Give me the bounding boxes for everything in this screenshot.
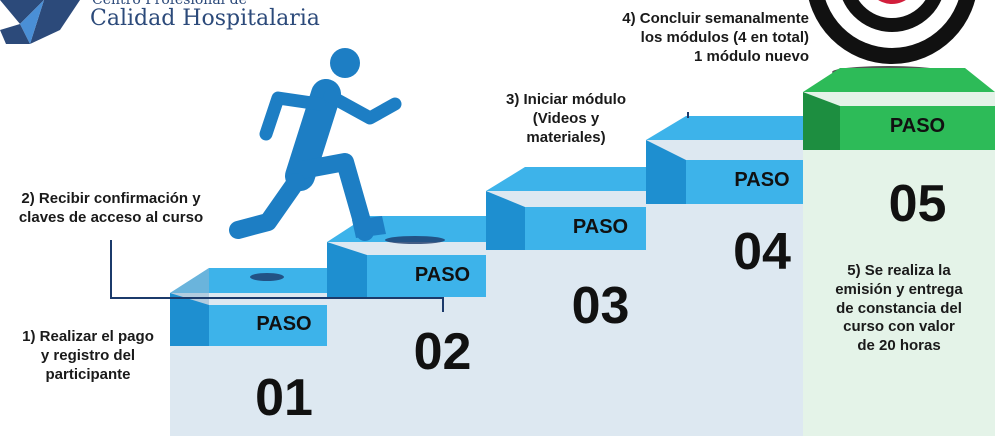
step-block-5	[803, 68, 995, 436]
step-3-description: 3) Iniciar módulo (Videos y materiales)	[505, 91, 626, 146]
logo-title: Calidad Hospitalaria	[90, 6, 320, 31]
step-4-description: 4) Concluir semanalmente los módulos (4 …	[622, 10, 809, 65]
step-5-description: 5) Se realiza la emisión y entrega de co…	[835, 262, 963, 354]
runner-icon	[229, 48, 402, 241]
step-5-number: 05	[888, 175, 947, 233]
step-5-paso: PASO	[889, 115, 946, 137]
step-2-description: 2) Recibir confirmación y claves de acce…	[18, 190, 204, 226]
step-3-paso: PASO	[572, 216, 629, 238]
target-icon	[808, 0, 976, 78]
step-3-number: 03	[571, 277, 630, 335]
step-2-number: 02	[413, 323, 472, 381]
step-4-number: 04	[733, 223, 791, 281]
logo-icon	[0, 0, 80, 44]
step-1-description: 1) Realizar el pago y registro del parti…	[22, 328, 154, 383]
step-2-paso: PASO	[414, 264, 471, 286]
logo-subtitle: Centro Profesional de	[92, 0, 247, 8]
step-4-paso: PASO	[734, 169, 790, 191]
step-1-paso: PASO	[256, 313, 312, 335]
step-1-number: 01	[255, 369, 313, 427]
connector-line	[110, 240, 444, 312]
